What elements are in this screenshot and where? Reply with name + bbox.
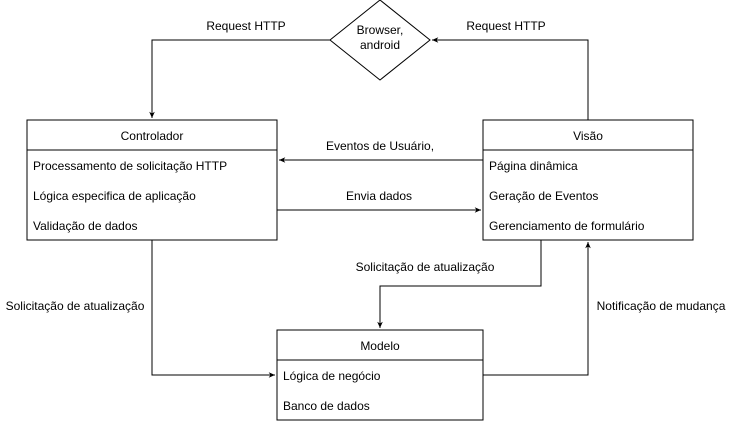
visao-title: Visão [573,129,603,143]
visao-item: Página dinâmica [489,159,578,173]
edge-visao-to-browser [432,37,589,120]
controlador-item: Lógica especifica de aplicação [33,189,196,203]
visao-item: Geração de Eventos [489,189,598,203]
edge-label-request-left: Request HTTP [206,19,285,33]
edge-label-solicitacao-left: Solicitação de atualização [6,299,145,313]
edge-label-eventos: Eventos de Usuário, [326,139,434,153]
modelo-item: Banco de dados [283,399,370,413]
edge-controlador-to-modelo [151,240,275,378]
edge-label-envia: Envia dados [346,189,412,203]
visao-node[interactable]: Visão Página dinâmica Geração de Eventos… [482,119,694,241]
controlador-title: Controlador [121,129,184,143]
controlador-item: Validação de dados [33,219,138,233]
controlador-item: Processamento de solicitação HTTP [33,159,227,173]
edge-browser-to-controlador [149,39,330,118]
edge-modelo-to-visao [483,242,591,376]
edge-label-notificacao: Notificação de mudança [597,299,726,313]
edge-label-solicitacao-center: Solicitação de atualização [356,260,495,274]
visao-item: Gerenciamento de formulário [489,219,645,233]
edges [149,37,591,378]
browser-node[interactable]: Browser, android [329,0,431,81]
edge-visao-to-modelo [377,240,542,328]
browser-label-line2: android [360,38,400,52]
modelo-node[interactable]: Modelo Lógica de negócio Banco de dados [276,329,484,421]
browser-label-line1: Browser, [357,23,404,37]
edge-label-request-right: Request HTTP [466,19,545,33]
modelo-title: Modelo [360,339,400,353]
controlador-node[interactable]: Controlador Processamento de solicitação… [26,119,278,241]
modelo-item: Lógica de negócio [283,369,381,383]
